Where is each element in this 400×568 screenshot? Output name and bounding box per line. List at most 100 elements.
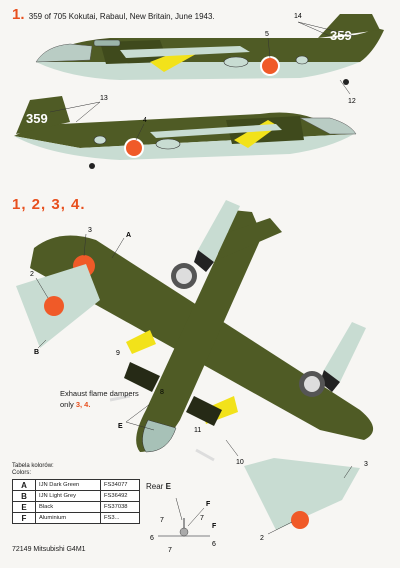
- callout-line: [267, 521, 293, 535]
- legend-name: Aluminium: [35, 512, 101, 524]
- underwing-right: [244, 458, 360, 530]
- callout-line: [175, 497, 183, 521]
- rear-callout-7: 7: [168, 547, 172, 554]
- callout-4: 4: [143, 117, 147, 124]
- callout-line: [83, 233, 87, 257]
- nose-glazing: [142, 419, 177, 453]
- callout-line: [135, 123, 145, 141]
- nacelle-detail-upper: [171, 200, 240, 289]
- callout-2: 2: [30, 271, 34, 278]
- callout-line: [49, 101, 101, 113]
- rear-callout-7: 7: [160, 517, 164, 524]
- cockpit-glazing: [35, 43, 93, 63]
- scheme-caption-text: 359 of 705 Kokutai, Rabaul, New Britain,…: [28, 12, 215, 21]
- callout-line: [125, 403, 151, 423]
- callout-11: 11: [194, 427, 201, 434]
- rear-turret: [179, 527, 189, 537]
- legend-fs: FS34077: [100, 479, 140, 491]
- callout-A: A: [126, 232, 131, 239]
- legend-row: E Black FS37038: [12, 501, 140, 513]
- callout-line: [267, 37, 271, 59]
- callout-5: 5: [265, 31, 269, 38]
- cockpit-frame: [93, 39, 121, 47]
- wing-side: [150, 124, 282, 138]
- leading-edge-yellow: [126, 330, 156, 354]
- underwing-panel-right: 3 2: [244, 458, 368, 542]
- nacelle-detail: [324, 322, 366, 382]
- legend-code: B: [12, 490, 36, 502]
- callout-3: 3: [88, 227, 92, 234]
- footer-model: 72149 Mitsubishi G4M1: [12, 546, 86, 553]
- tailwheel: [89, 163, 95, 169]
- wheel-hub: [176, 268, 192, 284]
- wing-side: [120, 46, 250, 58]
- rear-callout-F: F: [212, 523, 217, 530]
- callout-line: [111, 237, 125, 259]
- callout-line: [75, 101, 101, 123]
- rear-callout-6: 6: [150, 535, 154, 542]
- legend-row: A IJN Dark Green FS34077: [12, 479, 140, 491]
- side-view-left: 359 13 4: [14, 95, 357, 169]
- exhaust-note-prefix: only: [60, 400, 76, 409]
- callout-line: [297, 21, 331, 37]
- legend-code: F: [12, 512, 36, 524]
- tail-fin: [16, 96, 70, 134]
- scheme-number: 1.: [12, 6, 25, 23]
- nacelle-detail: [198, 200, 240, 262]
- callout-E: E: [118, 423, 123, 430]
- callout-B: B: [34, 349, 39, 356]
- callout-2: 2: [260, 535, 264, 542]
- tailplane: [206, 218, 282, 258]
- engine-nacelle-top: [124, 362, 160, 392]
- legend-heading: Tabela kolorów: Colors:: [12, 463, 54, 477]
- legend-heading-en: Colors:: [12, 470, 32, 476]
- nacelle-detail-cap: [194, 250, 214, 272]
- exhaust-note: Exhaust flame dampers only 3, 4.: [60, 388, 139, 410]
- top-view: 3 A 9 8 E 11 10: [30, 210, 374, 466]
- hinomaru-fuselage-disc: [126, 140, 142, 156]
- side-window: [155, 138, 181, 150]
- callout-line: [225, 439, 239, 457]
- tailwheel: [343, 79, 349, 85]
- wheel-hub: [304, 376, 320, 392]
- tail-fin: [318, 14, 380, 38]
- callout-line: [37, 339, 47, 349]
- callout-13: 13: [100, 95, 108, 102]
- legend-name: Black: [35, 501, 101, 513]
- callout-line: [339, 79, 351, 95]
- scheme-1-caption: 1. 359 of 705 Kokutai, Rabaul, New Brita…: [12, 6, 215, 23]
- rear-label-code: E: [165, 482, 171, 491]
- legend-name: IJN Light Grey: [35, 490, 101, 502]
- callout-12: 12: [348, 98, 356, 105]
- cockpit-glazing: [299, 117, 357, 135]
- side-view-right: 359 14 5 12: [35, 13, 384, 105]
- exhaust-note-highlight: 3, 4.: [75, 400, 91, 409]
- callout-10: 10: [236, 459, 244, 466]
- callout-8: 8: [160, 389, 164, 396]
- legend-fs: FS36492: [100, 490, 140, 502]
- fuselage-lower: [36, 62, 360, 80]
- callout-14: 14: [294, 13, 302, 20]
- callout-line: [187, 507, 205, 527]
- propeller: [195, 448, 215, 462]
- rear-callout-F: F: [206, 501, 211, 508]
- hinomaru-fuselage-disc: [262, 58, 278, 74]
- legend-row: F Aluminium FS3...: [12, 512, 140, 524]
- propeller: [109, 394, 131, 402]
- side-window: [93, 135, 107, 145]
- callout-9: 9: [116, 350, 120, 357]
- legend-row: B IJN Light Grey FS36492: [12, 490, 140, 502]
- legend-name: IJN Dark Green: [35, 479, 101, 491]
- hinomaru-underwing: [44, 296, 64, 316]
- rear-callout-7: 7: [200, 515, 204, 522]
- hinomaru-underwing: [291, 511, 309, 529]
- nacelle-detail-cap: [320, 370, 340, 392]
- legend-fs: FS3...: [100, 512, 140, 524]
- color-legend-table: A IJN Dark Green FS34077 B IJN Light Gre…: [12, 479, 140, 524]
- callout-line: [343, 465, 353, 479]
- tail-code: 359: [26, 111, 48, 126]
- rear-callout-6: 6: [212, 541, 216, 548]
- fuselage-top: [136, 210, 262, 452]
